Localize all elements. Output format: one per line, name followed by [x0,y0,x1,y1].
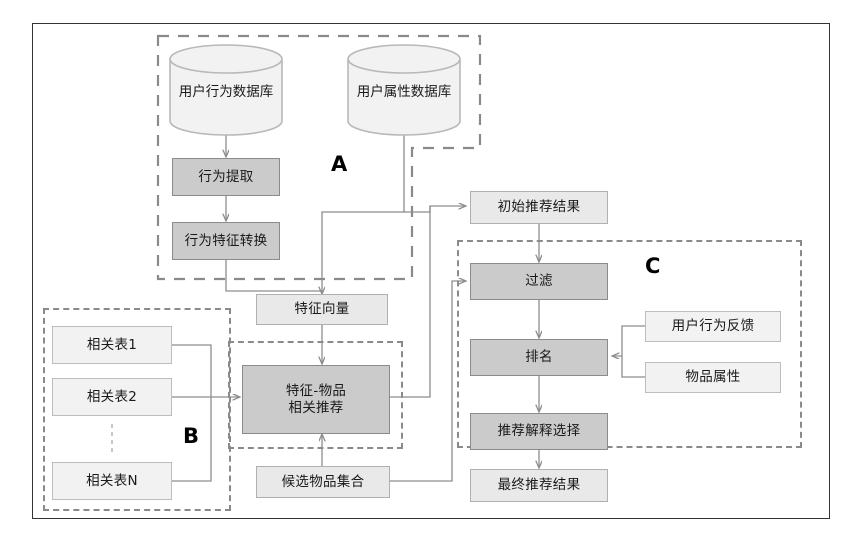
node-db-profile[interactable]: 用户属性数据库 [346,44,462,136]
node-behavior-extract[interactable]: 行为提取 [172,158,280,196]
node-db-behavior[interactable]: 用户行为数据库 [168,44,284,136]
node-feature-vector[interactable]: 特征向量 [256,294,388,325]
node-behavior-transform[interactable]: 行为特征转换 [172,222,280,260]
node-rel-table-2[interactable]: 相关表2 [52,378,172,416]
node-candidate-set[interactable]: 候选物品集合 [256,466,390,498]
node-label-line2: 相关推荐 [288,399,344,416]
node-explain-select[interactable]: 推荐解释选择 [470,413,608,450]
node-rel-table-1[interactable]: 相关表1 [52,326,172,364]
node-filter[interactable]: 过滤 [470,263,608,300]
node-label-line1: 特征-物品 [285,382,347,399]
node-rel-table-n[interactable]: 相关表N [52,462,172,500]
node-feature-item-rec[interactable]: 特征-物品 相关推荐 [242,365,390,434]
group-label-c: C [645,254,661,278]
group-label-b: B [183,424,200,448]
node-ranking[interactable]: 排名 [470,339,608,376]
node-label: 用户行为数据库 [178,84,274,100]
node-final-result[interactable]: 最终推荐结果 [470,469,608,502]
cylinder-shape [169,44,283,136]
node-item-attribute[interactable]: 物品属性 [645,362,781,393]
node-user-feedback[interactable]: 用户行为反馈 [645,311,781,342]
group-region-b [43,308,231,511]
node-initial-result[interactable]: 初始推荐结果 [470,191,608,224]
node-label: 用户属性数据库 [356,84,452,100]
cylinder-shape [347,44,461,136]
group-label-a: A [331,152,348,176]
